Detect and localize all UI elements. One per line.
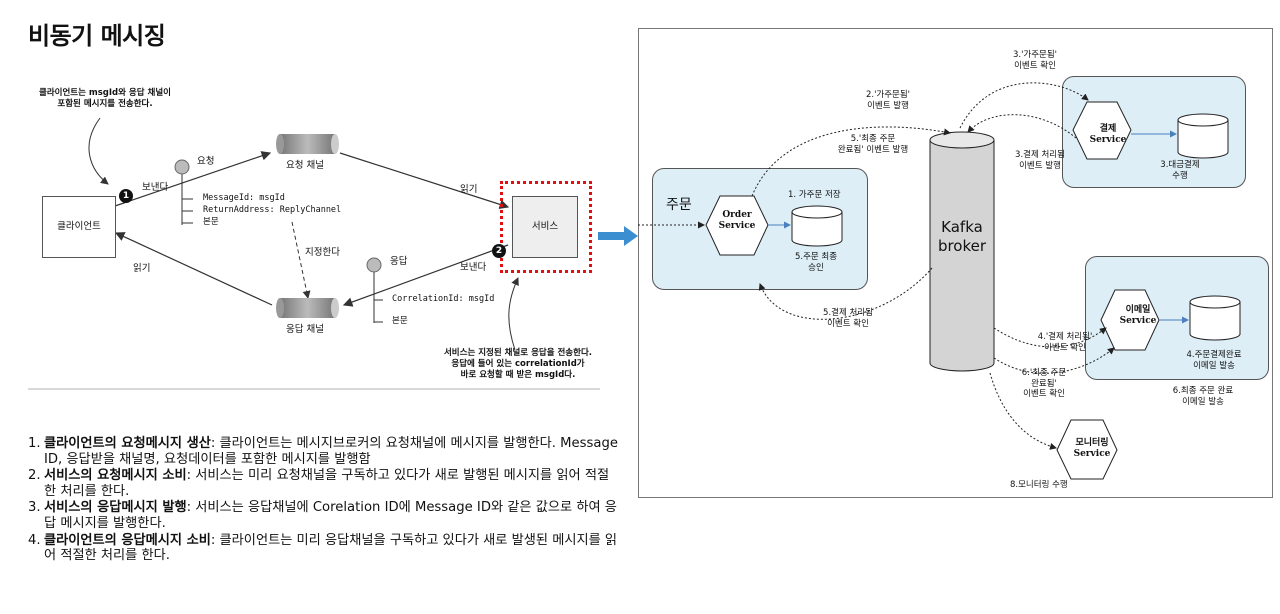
- order-db-icon: [791, 205, 843, 247]
- pre-order-event-label: 2.'가주문됨' 이벤트 발행: [865, 90, 911, 111]
- order-service-label: Order Service: [718, 210, 756, 231]
- reply-field-body: 본문: [392, 316, 408, 326]
- steps-list: 1. 클라이언트의 요청메시지 생산: 클라이언트는 메시지브로커의 요청채널에…: [28, 436, 618, 565]
- payment-db-note: 3.대금결제 수행: [1160, 160, 1200, 181]
- read-reply-arrow: [114, 232, 273, 306]
- reply-channel-icon: [276, 298, 339, 318]
- right-diagram-frame: [638, 28, 1273, 498]
- payment-done-event-label: 3.결제 처리됨 이벤트 발행: [1015, 150, 1065, 171]
- monitor-note: 8.모니터링 수행: [1010, 480, 1068, 490]
- send-label-2: 보낸다: [460, 262, 487, 273]
- step1-badge: 1: [119, 189, 133, 203]
- payment-db-icon: [1177, 113, 1229, 159]
- step2-badge: 2: [492, 244, 506, 258]
- service-label: 서비스: [531, 221, 559, 232]
- final-order-event-label: 5.'최종 주문 완료됨' 이벤트 발행: [837, 134, 909, 155]
- order-db-note: 1. 가주문 저장: [788, 190, 841, 200]
- specify-label: 지정한다: [305, 247, 340, 258]
- step-item: 3. 서비스의 응답메시지 발행: 서비스는 응답채널에 Corelation …: [28, 500, 617, 531]
- payment-done-check-label: 5.결제 처리됨 이벤트 확인: [823, 308, 873, 329]
- request-field-return-address: ReturnAddress: ReplyChannel: [203, 205, 342, 215]
- service-highlight: [500, 181, 592, 273]
- reply-label: 응답: [390, 256, 408, 267]
- payment-service-label: 결제 Service: [1089, 124, 1127, 145]
- email-final-note: 6.최종 주문 완료 이메일 발송: [1172, 386, 1234, 407]
- page-title: 비동기 메시징: [28, 22, 166, 50]
- read-request-arrow: [339, 152, 510, 209]
- step-item: 1. 클라이언트의 요청메시지 생산: 클라이언트는 메시지브로커의 요청채널에…: [28, 436, 618, 467]
- request-field-message-id: MessageId: msgId: [203, 193, 285, 203]
- reply-field-correlation-id: CorrelationId: msgId: [392, 294, 495, 304]
- final-order-check-label: 6.'최종 주문 완료됨' 이벤트 확인: [1021, 368, 1067, 399]
- monitor-service-label: 모니터링 Service: [1073, 438, 1111, 459]
- send-request-arrow: [114, 151, 272, 207]
- request-label: 요청: [197, 156, 215, 167]
- reply-channel-label: 응답 채널: [286, 324, 324, 335]
- bottom-note-arrow: [508, 277, 519, 351]
- payment-service-hexagon: [1072, 101, 1132, 160]
- service-box: 서비스: [512, 196, 578, 258]
- email-service-label: 이메일 Service: [1119, 305, 1157, 326]
- client-label: 클라이언트: [57, 221, 101, 232]
- request-field-body: 본문: [203, 217, 219, 227]
- reply-message-icon: [366, 257, 382, 273]
- email-db-note: 4.주문결제완료 이메일 발송: [1186, 350, 1242, 371]
- order-final-note: 5.주문 최종 승인: [794, 252, 838, 273]
- kafka-broker-icon: [929, 131, 995, 372]
- order-area-label: 주문: [666, 197, 692, 213]
- email-db-icon: [1189, 295, 1241, 341]
- service-reply-note: 서비스는 지정된 채널로 응답을 전송한다. 응답에 들어 있는 correla…: [443, 348, 592, 380]
- request-channel-label: 요청 채널: [286, 160, 324, 171]
- note-arrow: [88, 117, 109, 185]
- transition-arrow-icon: [598, 226, 638, 246]
- right-diagram-lines: [638, 82, 1241, 480]
- pre-order-check-label: 3.'가주문됨' 이벤트 확인: [1012, 50, 1058, 71]
- payment-done-check-email-label: 4.'결제 처리됨' 이벤트 확인: [1037, 332, 1093, 353]
- send-label-1: 보낸다: [142, 182, 169, 193]
- step-item: 2. 서비스의 요청메시지 소비: 서비스는 미리 요청채널을 구독하고 있다가…: [28, 468, 610, 499]
- read-label-1: 읽기: [460, 184, 478, 195]
- kafka-label: Kafka broker: [937, 218, 987, 255]
- monitor-service-hexagon: [1056, 419, 1118, 480]
- request-channel-icon: [276, 134, 339, 154]
- specify-arrow: [291, 221, 311, 299]
- left-diagram-lines: [28, 117, 600, 390]
- send-reply-arrow: [342, 244, 509, 307]
- step-item: 4. 클라이언트의 응답메시지 소비: 클라이언트는 미리 응답채널을 구독하고…: [28, 532, 618, 564]
- request-message-icon: [174, 159, 190, 175]
- read-label-2: 읽기: [133, 263, 151, 274]
- client-box: 클라이언트: [42, 196, 116, 258]
- client-send-note: 클라이언트는 msgId와 응답 채널이 포함된 메시지를 전송한다.: [39, 88, 171, 109]
